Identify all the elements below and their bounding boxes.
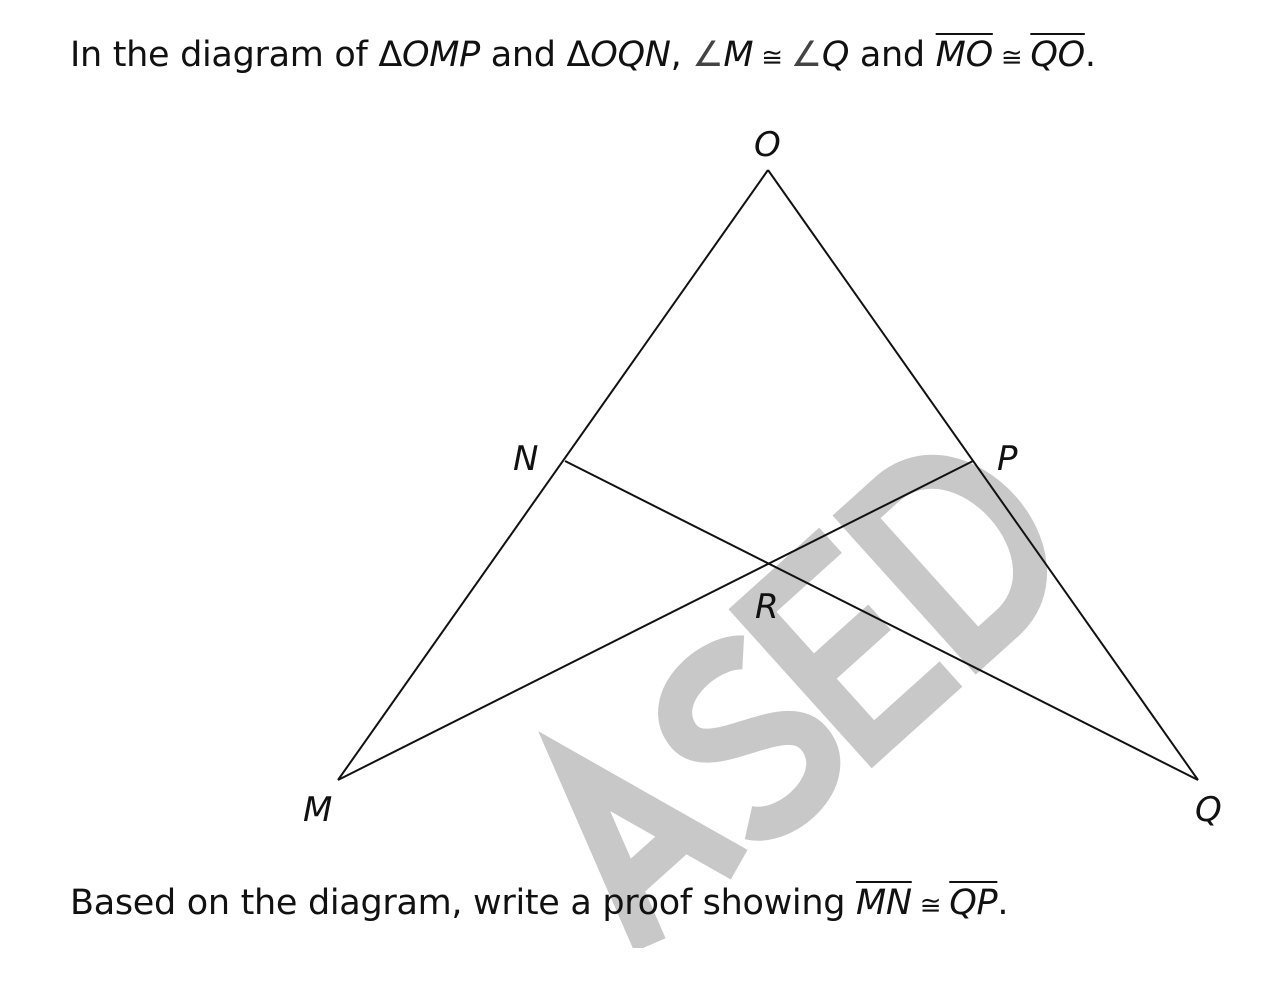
- label-q: Q: [1195, 790, 1222, 830]
- label-r: R: [755, 587, 779, 627]
- segment-oq: [767, 169, 1199, 781]
- segment-nq: [564, 460, 1199, 781]
- released-watermark: [538, 454, 1047, 948]
- task-prompt: Based on the diagram, write a proof show…: [70, 883, 1009, 923]
- label-n: N: [513, 439, 538, 479]
- watermark-letter-a: [538, 731, 748, 948]
- segment-mp: [337, 460, 974, 781]
- segment-om: [337, 169, 769, 781]
- watermark-letter-d: [832, 454, 1047, 675]
- watermark-letter-s: [658, 635, 841, 841]
- label-m: M: [303, 790, 332, 830]
- label-p: P: [997, 439, 1018, 479]
- label-o: O: [754, 125, 781, 165]
- problem-statement: In the diagram of ΔOMP and ΔOQN, ∠M≅∠Q a…: [70, 35, 1096, 75]
